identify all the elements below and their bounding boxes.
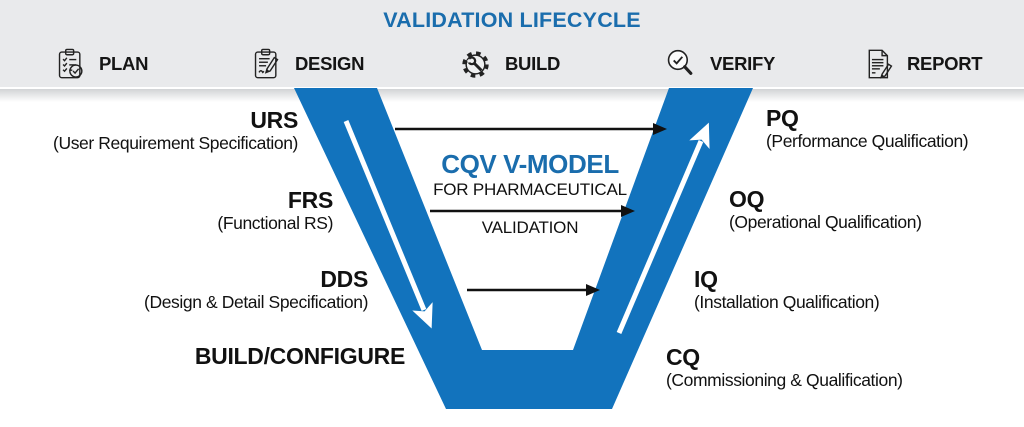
stage-dds: DDS (Design & Detail Specification) (144, 266, 368, 313)
phase-label-plan: PLAN (99, 53, 149, 74)
stage-acronym: CQ (666, 344, 700, 370)
page-title: VALIDATION LIFECYCLE (383, 8, 641, 32)
lifecycle-phase-band (0, 0, 1024, 87)
stage-oq: OQ (Operational Qualification) (729, 186, 922, 233)
stage-acronym: DDS (320, 266, 368, 292)
phase-design: DESIGN (252, 44, 364, 84)
stage-urs: URS (User Requirement Specification) (53, 107, 298, 154)
stage-description: (Design & Detail Specification) (144, 292, 368, 312)
stage-acronym: BUILD/CONFIGURE (194, 343, 405, 369)
v-shape (294, 88, 753, 409)
stage-pq: PQ (Performance Qualification) (766, 105, 969, 152)
model-subheading-line1: FOR PHARMACEUTICAL (433, 180, 627, 199)
stage-description: (Operational Qualification) (729, 212, 922, 232)
model-subheading-line2: VALIDATION (481, 218, 579, 237)
phase-label-report: REPORT (907, 53, 983, 74)
phase-build: BUILD (459, 44, 560, 84)
right-leg-up-arrow (616, 122, 710, 334)
phase-plan: PLAN (56, 44, 148, 84)
clipboard-check-icon (56, 47, 86, 81)
center-heading-block: CQV V-MODEL FOR PHARMACEUTICAL VALIDATIO… (427, 150, 633, 237)
stage-acronym: OQ (729, 186, 765, 212)
phase-label-design: DESIGN (295, 53, 365, 74)
stage-description: (Functional RS) (217, 213, 333, 233)
phase-report: REPORT (864, 44, 983, 84)
phase-verify: VERIFY (665, 44, 775, 84)
stage-description: (User Requirement Specification) (53, 133, 298, 153)
stage-iq: IQ (Installation Qualification) (694, 266, 880, 313)
stage-frs: FRS (Functional RS) (217, 187, 333, 234)
stage-build-configure: BUILD/CONFIGURE (195, 345, 405, 368)
model-heading: CQV V-MODEL (441, 149, 619, 179)
phase-label-verify: VERIFY (710, 53, 776, 74)
clipboard-pencil-icon (252, 47, 282, 81)
stage-acronym: FRS (287, 187, 333, 213)
magnifier-check-icon (665, 47, 697, 81)
gear-wrench-icon (459, 48, 492, 81)
phase-label-build: BUILD (505, 53, 561, 74)
document-pencil-icon (864, 47, 894, 81)
stage-description: (Performance Qualification) (766, 131, 969, 151)
stage-description: (Installation Qualification) (694, 292, 880, 312)
stage-acronym: IQ (694, 266, 718, 292)
band-shadow (0, 89, 1024, 102)
stage-cq: CQ (Commissioning & Qualification) (666, 344, 903, 391)
stage-acronym: URS (250, 107, 298, 133)
stage-acronym: PQ (766, 105, 799, 131)
left-leg-down-arrow (343, 120, 433, 329)
stage-description: (Commissioning & Qualification) (666, 370, 903, 390)
